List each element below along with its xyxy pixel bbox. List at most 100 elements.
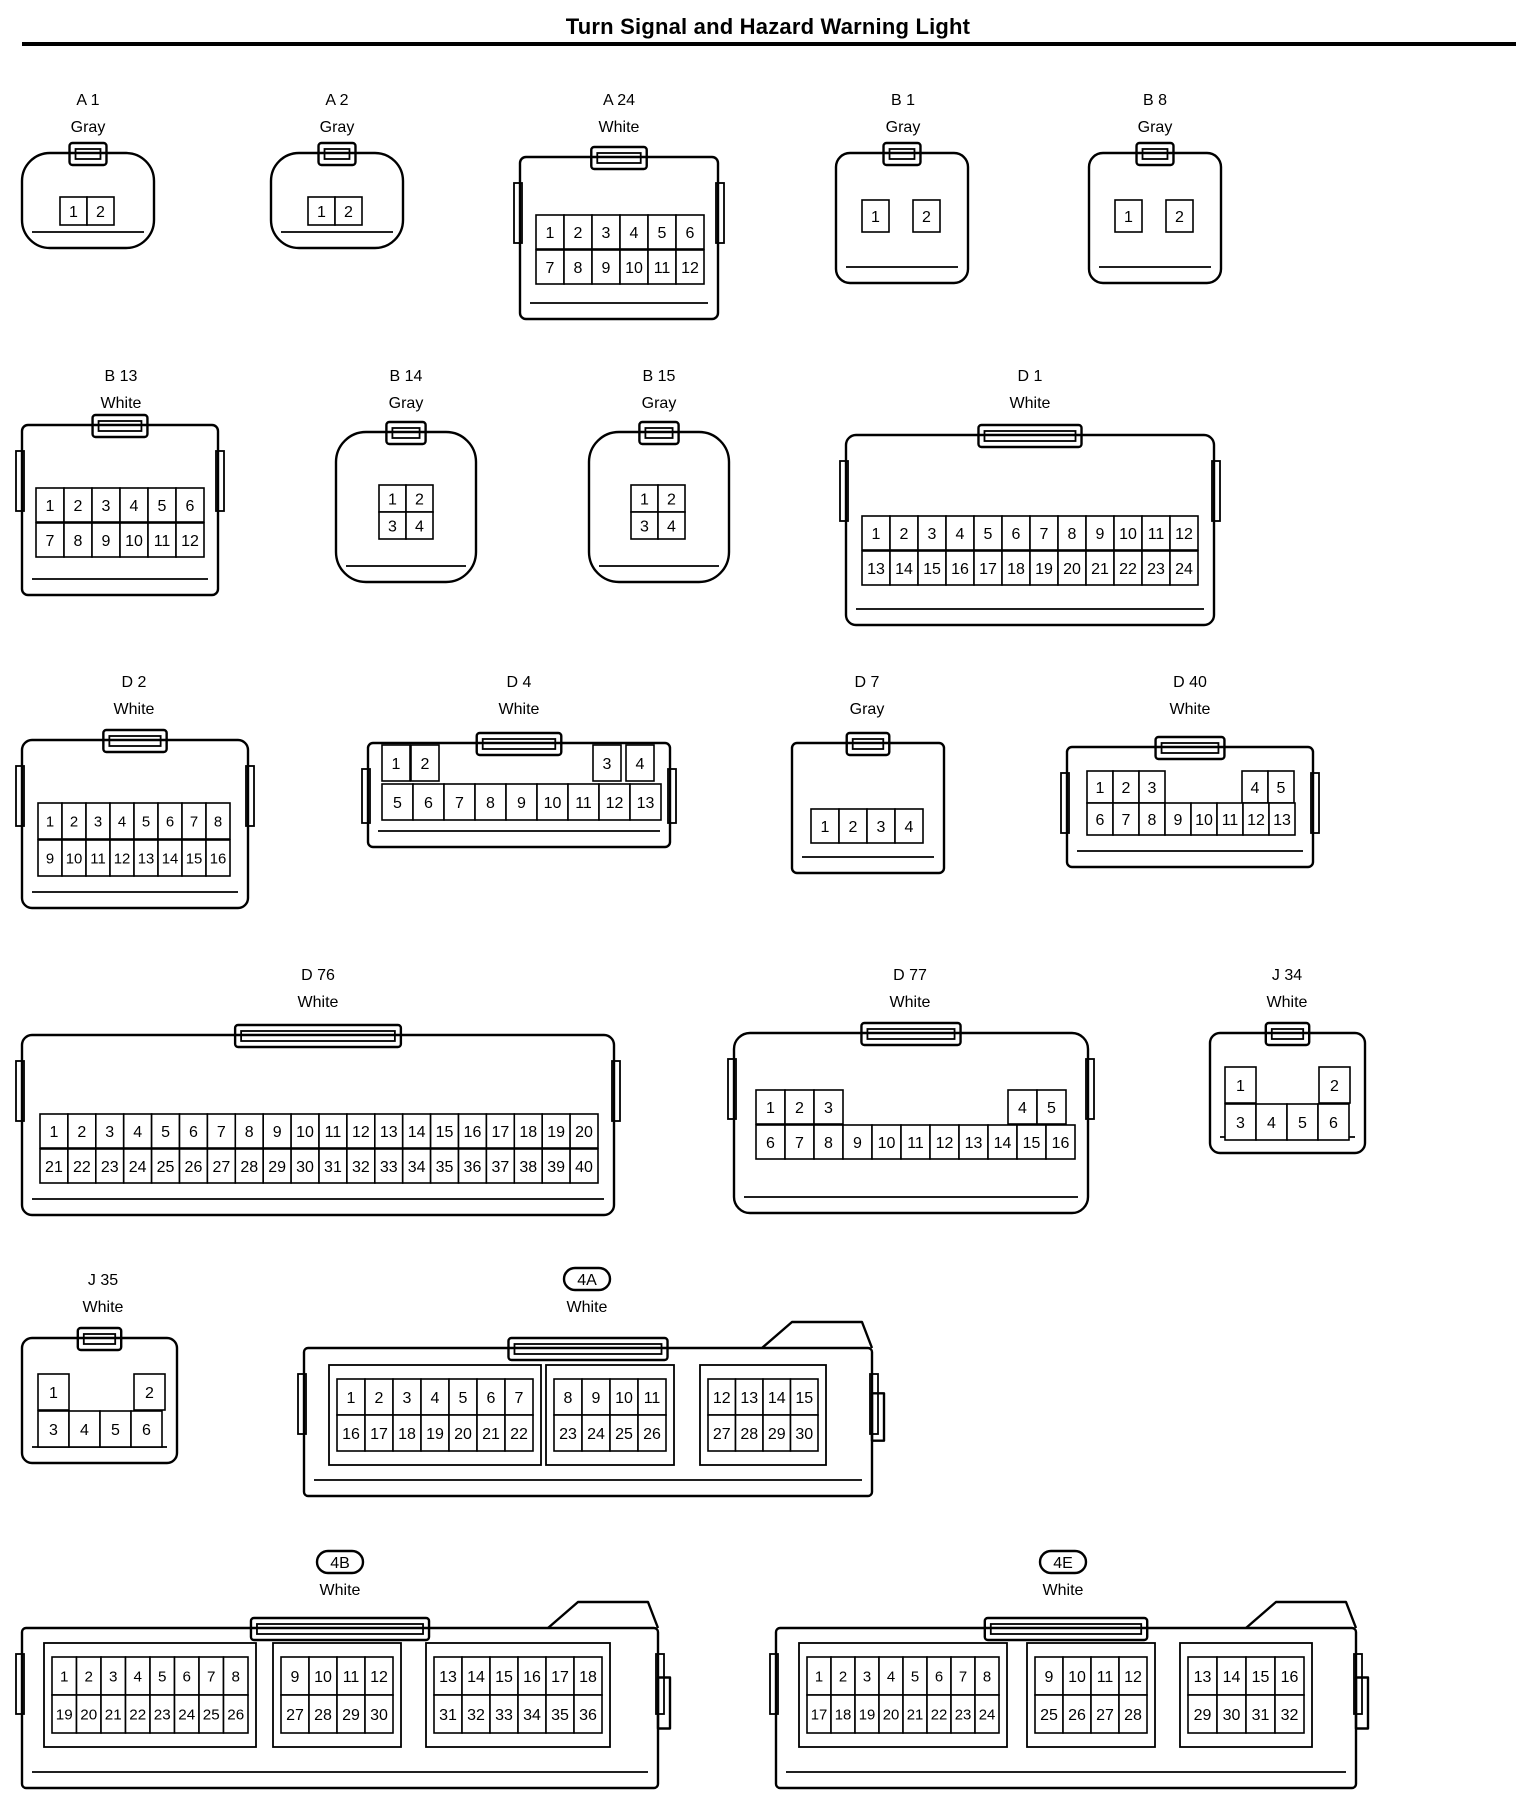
pin-d76-25: 25: [150, 1148, 181, 1184]
shell-ear-right: [869, 1373, 879, 1435]
connector-shell: [518, 155, 720, 321]
svg-text:14: 14: [1223, 1669, 1241, 1686]
pin-4b-28: 28: [308, 1694, 338, 1734]
pin-d2-14: 14: [157, 839, 183, 877]
svg-text:11: 11: [90, 851, 105, 867]
connector-color: White: [599, 119, 640, 136]
pin-d40-6: 6: [1086, 802, 1114, 836]
pin-a24-11: 11: [647, 249, 677, 285]
connector-id: B 13: [105, 368, 138, 385]
svg-text:20: 20: [575, 1124, 593, 1141]
svg-text:18: 18: [519, 1124, 537, 1141]
shell-ear-right: [1310, 772, 1320, 834]
svg-text:32: 32: [467, 1707, 485, 1724]
svg-text:38: 38: [519, 1159, 537, 1176]
pin-4a-16: 16: [336, 1414, 366, 1452]
svg-text:7: 7: [795, 1135, 804, 1152]
title-rule: [22, 42, 1516, 46]
connector-id: 4B: [330, 1555, 350, 1572]
svg-text:26: 26: [185, 1159, 203, 1176]
pin-4b-30: 30: [364, 1694, 394, 1734]
connector-tab: [1354, 1676, 1370, 1730]
svg-text:8: 8: [74, 533, 83, 550]
latch-slot: [481, 738, 557, 750]
pin-a24-7: 7: [535, 249, 565, 285]
pin-d4-6: 6: [412, 783, 445, 821]
connector-shell: [20, 151, 156, 250]
svg-text:7: 7: [190, 814, 198, 830]
connector-id: D 2: [122, 674, 147, 691]
pin-d40-12: 12: [1242, 802, 1270, 836]
svg-text:8: 8: [1148, 812, 1157, 829]
svg-text:3: 3: [49, 1422, 58, 1439]
pin-d76-7: 7: [206, 1113, 237, 1149]
pin-4a-30: 30: [789, 1414, 819, 1452]
pin-d1-3: 3: [917, 515, 947, 551]
svg-text:9: 9: [273, 1124, 282, 1141]
svg-text:10: 10: [615, 1390, 633, 1407]
svg-text:6: 6: [142, 1422, 151, 1439]
svg-text:27: 27: [286, 1707, 304, 1724]
svg-text:2: 2: [667, 491, 676, 508]
pin-group-frame: [1179, 1642, 1313, 1748]
svg-text:10: 10: [66, 851, 83, 867]
svg-text:9: 9: [1174, 812, 1183, 829]
svg-text:1: 1: [49, 1124, 58, 1141]
pin-4b-14: 14: [461, 1656, 491, 1696]
connector-latch: [882, 141, 922, 167]
svg-text:2: 2: [375, 1390, 384, 1407]
pin-a24-6: 6: [675, 214, 705, 250]
svg-text:15: 15: [923, 561, 941, 578]
svg-text:27: 27: [212, 1159, 230, 1176]
svg-text:1: 1: [546, 225, 555, 242]
svg-text:4: 4: [118, 814, 126, 830]
svg-text:8: 8: [1068, 526, 1077, 543]
pin-4a-29: 29: [762, 1414, 792, 1452]
svg-text:6: 6: [424, 795, 433, 812]
pin-4a-14: 14: [762, 1378, 792, 1416]
pin-d1-15: 15: [917, 550, 947, 586]
connector-color: White: [114, 701, 155, 718]
connector-shell: [732, 1031, 1090, 1215]
connector-latch: [76, 1326, 123, 1352]
svg-text:12: 12: [1247, 812, 1265, 829]
svg-text:18: 18: [1007, 561, 1025, 578]
connector-color: Gray: [886, 119, 921, 136]
connector-id: J 34: [1272, 967, 1302, 984]
svg-text:20: 20: [883, 1707, 900, 1723]
pin-d1-14: 14: [889, 550, 919, 586]
svg-text:2: 2: [145, 1385, 154, 1402]
svg-text:8: 8: [824, 1135, 833, 1152]
pin-4b-10: 10: [308, 1656, 338, 1696]
connector-shell: [269, 151, 405, 250]
pin-4e-4: 4: [878, 1656, 904, 1696]
pin-4a-19: 19: [420, 1414, 450, 1452]
latch-slot: [1270, 1028, 1305, 1040]
pin-d76-12: 12: [346, 1113, 376, 1149]
svg-text:21: 21: [105, 1706, 122, 1723]
svg-text:26: 26: [1068, 1707, 1086, 1724]
pin-4b-17: 17: [545, 1656, 575, 1696]
connector-hood: [547, 1600, 660, 1629]
pin-group-frame: [425, 1642, 611, 1748]
connector-latch: [1135, 141, 1175, 167]
shell-ear-right: [215, 450, 225, 512]
svg-text:22: 22: [931, 1707, 948, 1723]
pin-4b-15: 15: [489, 1656, 519, 1696]
pin-d76-14: 14: [401, 1113, 432, 1149]
pin-d4-10: 10: [536, 783, 569, 821]
svg-text:9: 9: [1096, 526, 1105, 543]
svg-text:13: 13: [1273, 812, 1291, 829]
svg-text:21: 21: [482, 1426, 500, 1443]
pin-d76-5: 5: [150, 1113, 181, 1149]
pin-a24-5: 5: [647, 214, 677, 250]
svg-text:6: 6: [935, 1669, 943, 1685]
svg-text:3: 3: [824, 1100, 833, 1117]
svg-text:19: 19: [1035, 561, 1053, 578]
pin-j35-4: 4: [68, 1410, 101, 1448]
svg-text:1: 1: [1096, 780, 1105, 797]
